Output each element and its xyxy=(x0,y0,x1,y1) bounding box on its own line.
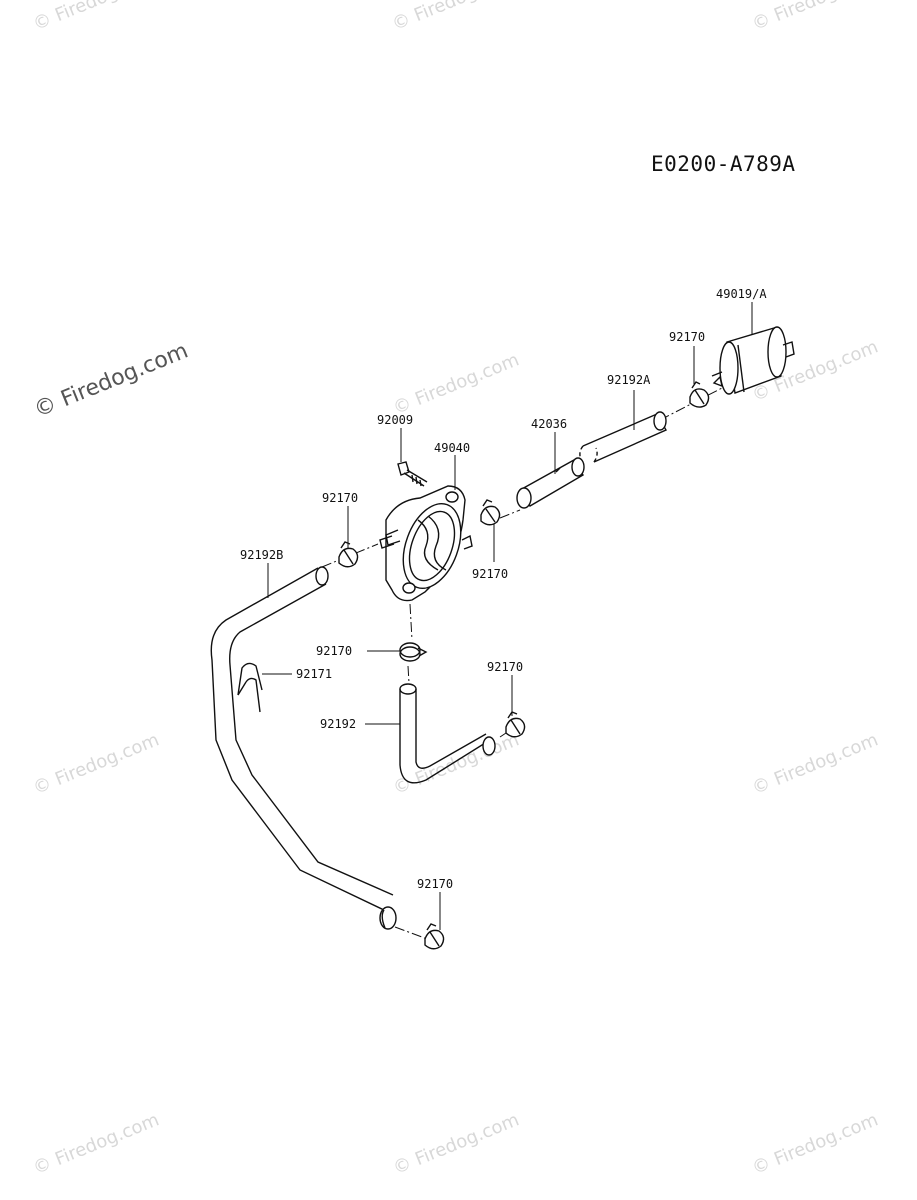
clamp-pump-left[interactable] xyxy=(338,541,359,568)
label-clamp-hose-elbow: 92170 xyxy=(487,660,523,674)
label-clamp-pump-right: 92170 xyxy=(472,567,508,581)
clamp-pump-right[interactable] xyxy=(480,499,501,526)
hose-a[interactable] xyxy=(579,411,667,463)
label-hose-a: 92192A xyxy=(607,373,651,387)
label-clamp-pump-bottom: 92170 xyxy=(316,644,352,658)
label-joint: 42036 xyxy=(531,417,567,431)
label-fuel-pump: 49040 xyxy=(434,441,470,455)
hose-clip[interactable] xyxy=(237,662,263,713)
diagram-code: E0200-A789A xyxy=(651,152,796,176)
fuel-pump[interactable] xyxy=(379,485,473,602)
label-hose-clip: 92171 xyxy=(296,667,332,681)
joint[interactable] xyxy=(516,457,585,509)
label-filter: 49019/A xyxy=(716,287,767,301)
label-clamp-pump-left: 92170 xyxy=(322,491,358,505)
clamp-filter[interactable] xyxy=(689,381,710,408)
label-bolt: 92009 xyxy=(377,413,413,427)
center-line xyxy=(321,387,723,941)
bolt[interactable] xyxy=(397,461,428,487)
clamp-hose-b-end[interactable] xyxy=(424,923,445,950)
label-clamp-hose-b-end: 92170 xyxy=(417,877,453,891)
clamp-pump-bottom[interactable] xyxy=(399,642,428,662)
hose-b[interactable] xyxy=(210,566,397,930)
fuel-filter[interactable] xyxy=(711,326,795,395)
label-hose-elbow: 92192 xyxy=(320,717,356,731)
leader-lines xyxy=(262,302,753,930)
label-clamp-filter: 92170 xyxy=(669,330,705,344)
label-hose-b: 92192B xyxy=(240,548,283,562)
clamp-hose-elbow[interactable] xyxy=(505,711,526,738)
part-labels: 49019/A 92170 92192A 42036 92009 49040 9… xyxy=(240,287,767,891)
hose-elbow[interactable] xyxy=(399,683,496,784)
